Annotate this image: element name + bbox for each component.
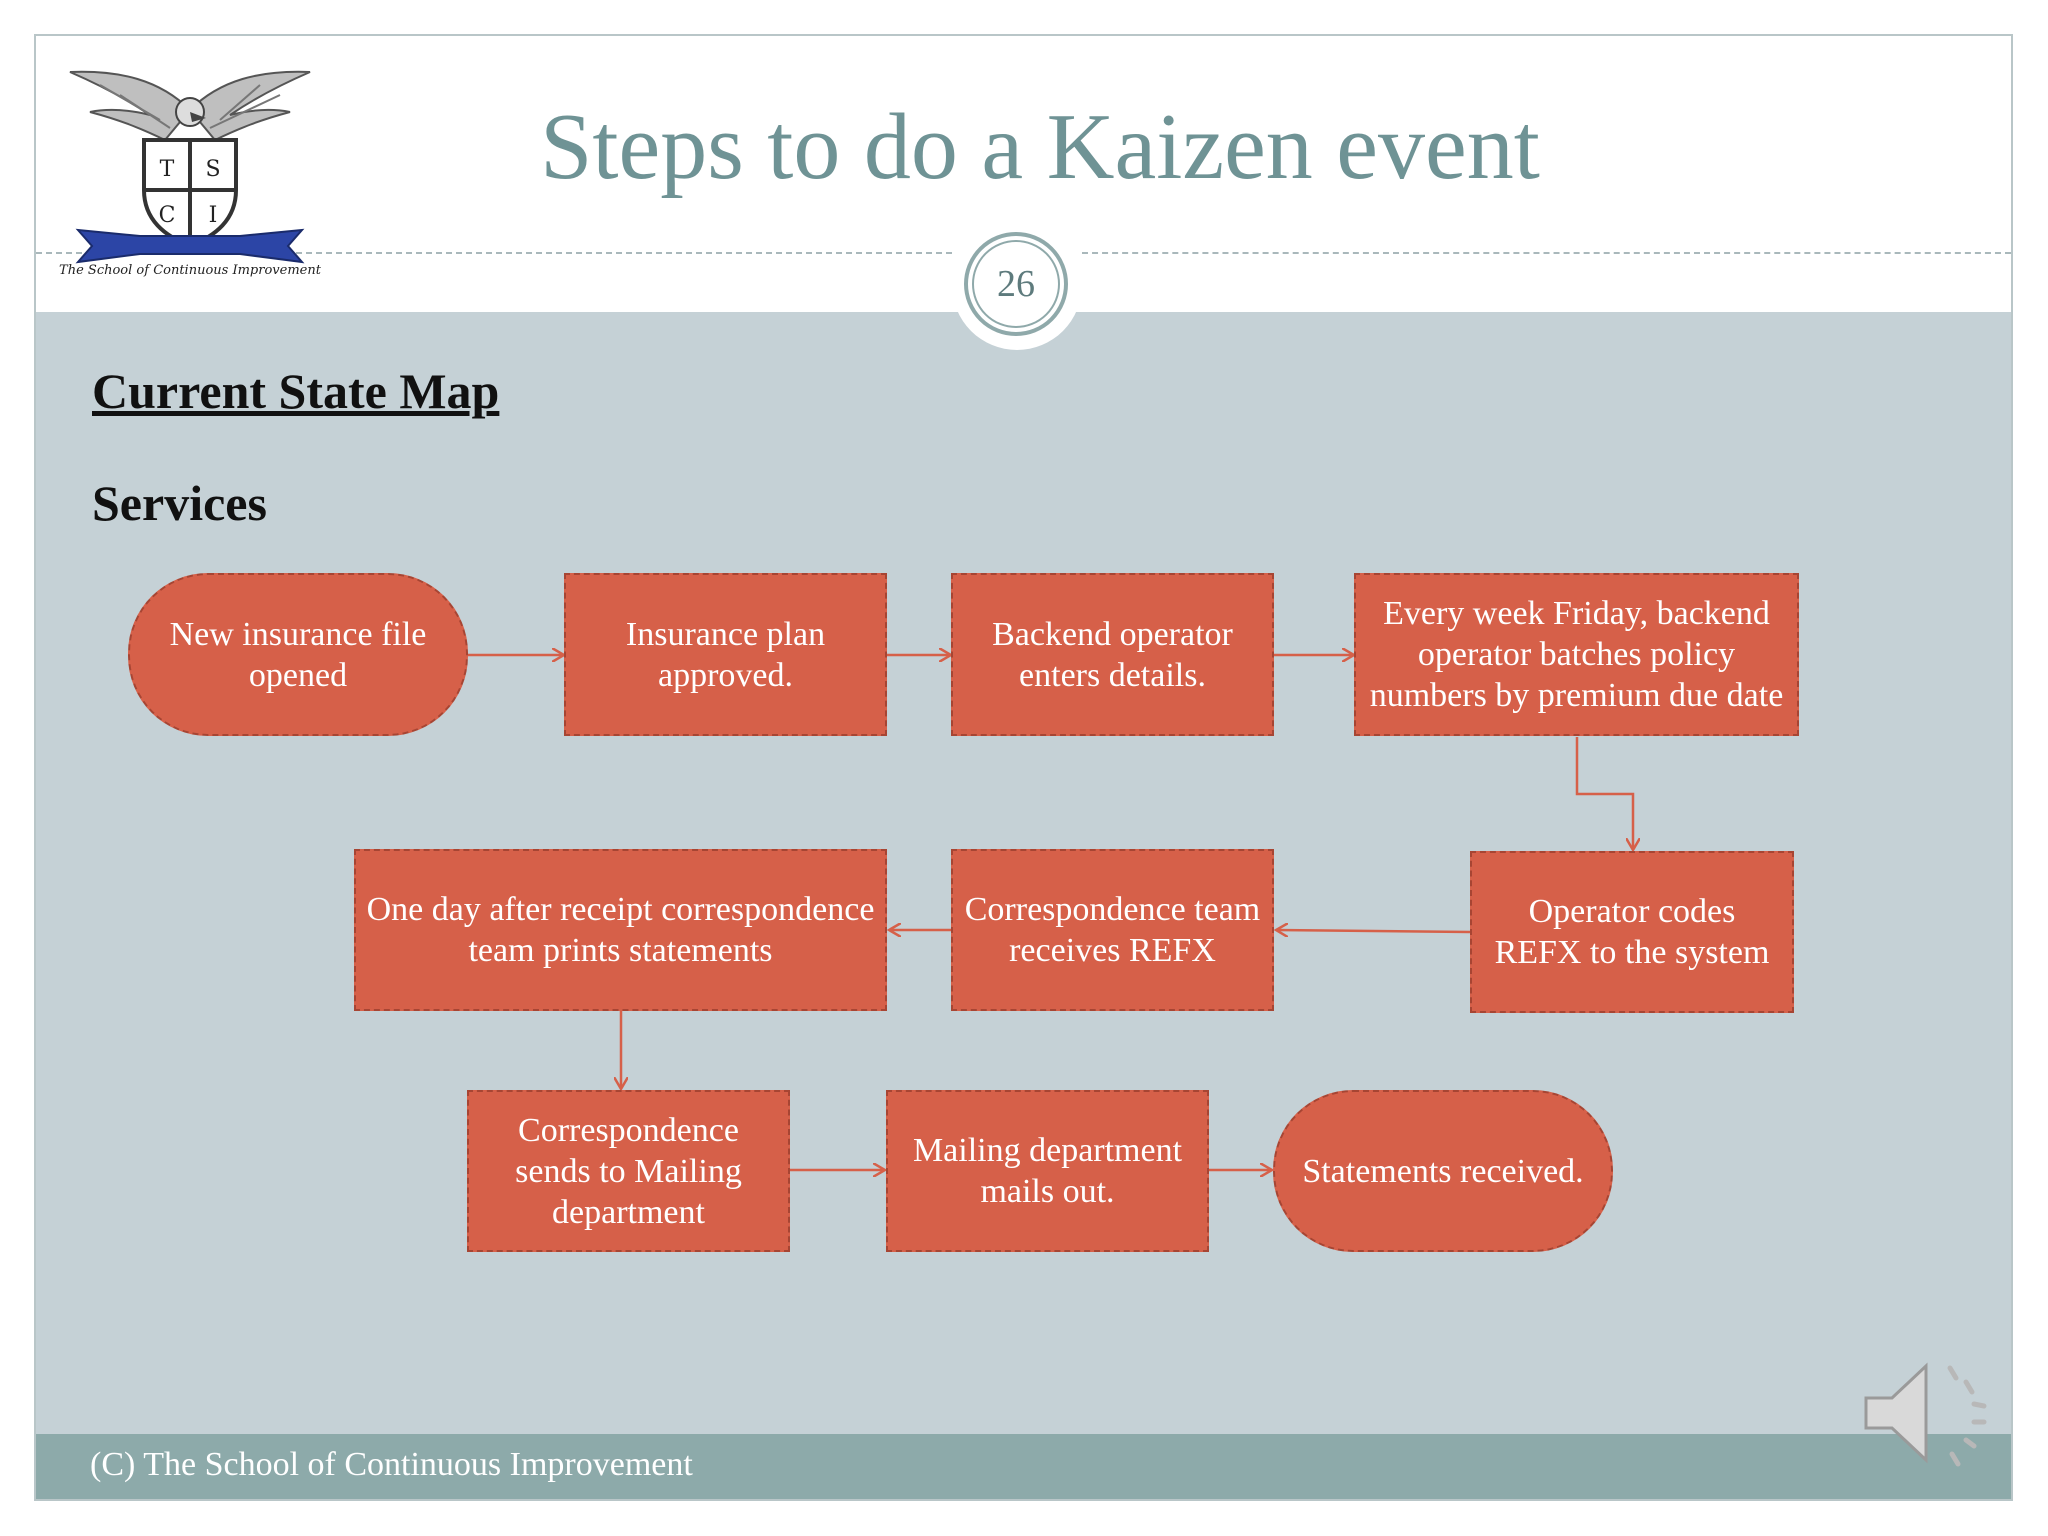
svg-text:T: T [160,157,175,182]
flow-node-weekly-batching: Every week Friday, backend operator batc… [1354,573,1799,736]
page-number: 26 [972,240,1060,328]
svg-text:S: S [205,157,220,182]
flow-arrow-n5-n6 [1276,930,1471,932]
flow-node-new-file-opened: New insurance file opened [128,573,468,736]
flow-node-sends-to-mailing: Correspondence sends to Mailing departme… [467,1090,790,1252]
eagle-shield-crest-icon: T S C I The School of Continuous Improve… [59,70,322,278]
header-divider-right [1082,252,2011,254]
slide-footer: (C) The School of Continuous Improvement [36,1434,2011,1499]
section-title: Current State Map [92,363,500,419]
header-divider-left [36,252,952,254]
slide-title: Steps to do a Kaizen event [540,95,1540,199]
flow-node-mailing-mails-out: Mailing department mails out. [886,1090,1209,1252]
svg-text:I: I [209,203,218,228]
flow-node-prints-statements: One day after receipt correspondence tea… [354,849,887,1011]
footer-text: (C) The School of Continuous Improvement [90,1446,693,1483]
flow-node-operator-enters-details: Backend operator enters details. [951,573,1274,736]
flow-node-plan-approved: Insurance plan approved. [564,573,887,736]
section-subtitle: Services [92,475,267,531]
svg-text:The School of Continuous Impro: The School of Continuous Improvement [59,263,322,278]
flow-node-statements-received: Statements received. [1273,1090,1613,1252]
svg-text:C: C [159,203,176,228]
flow-arrow-n4-n5 [1575,737,1633,850]
flow-node-correspondence-receives-refx: Correspondence team receives REFX [951,849,1274,1011]
flow-node-operator-codes-refx: Operator codes REFX to the system [1470,851,1794,1013]
speaker-icon[interactable] [1856,1348,1996,1478]
